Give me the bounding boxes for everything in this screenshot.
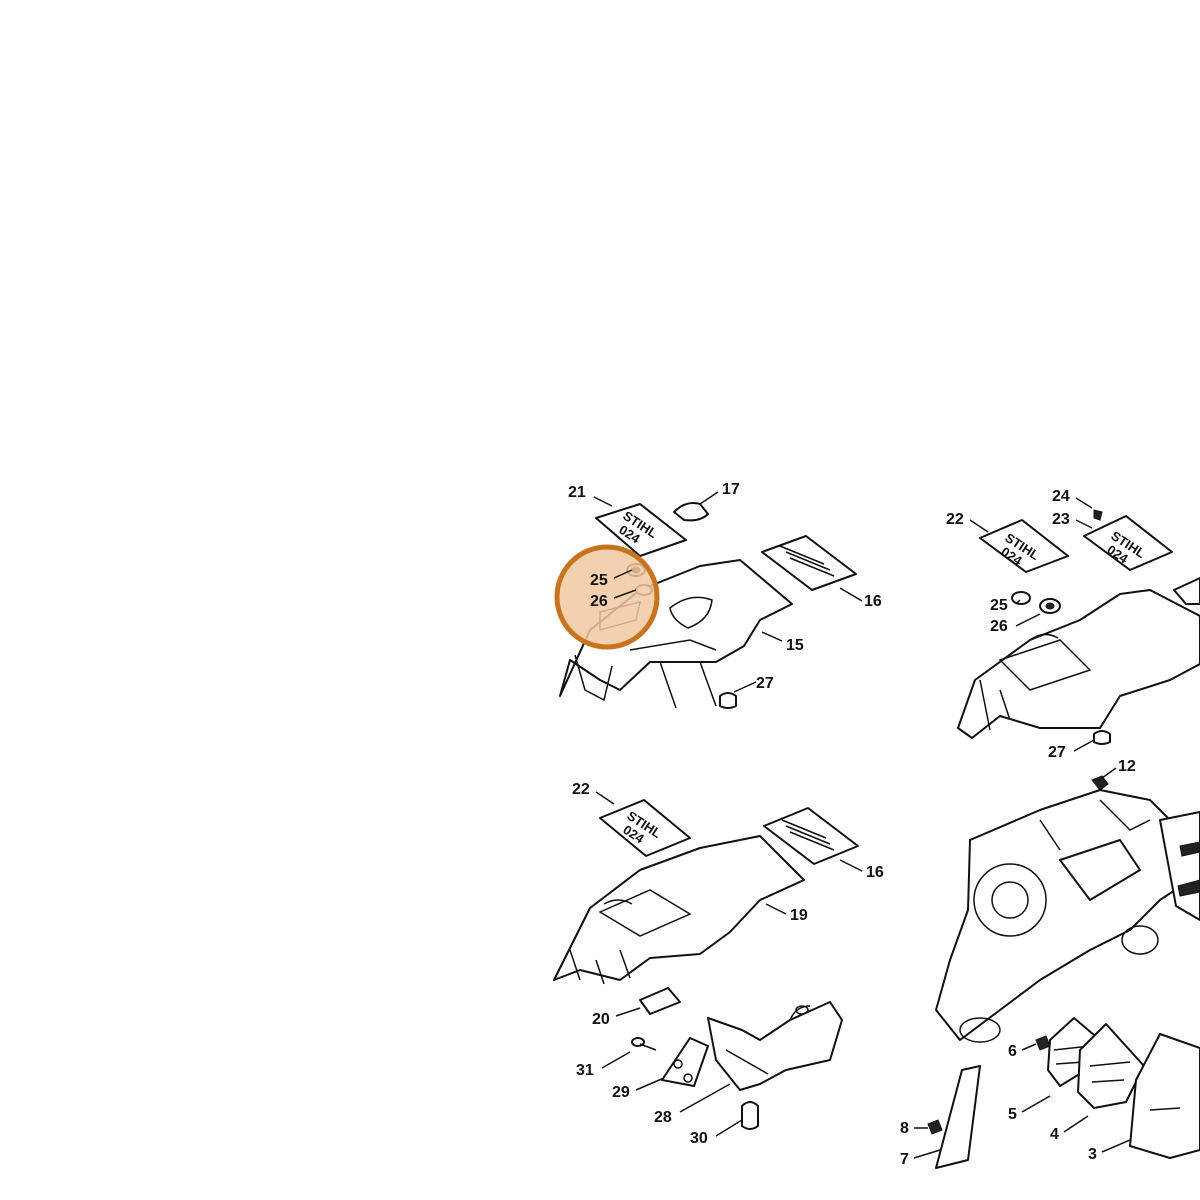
- decal-22-top: STIHL 024: [979, 519, 1069, 573]
- callout-26-right: 26: [990, 618, 1008, 635]
- callout-25-right: 25: [990, 597, 1008, 614]
- bushing-27-right: [1093, 730, 1111, 745]
- callout-21: 21: [568, 484, 586, 501]
- callout-20: 20: [592, 1011, 610, 1028]
- shroud-19: [553, 835, 805, 985]
- bracket-29: [661, 1037, 709, 1087]
- screw-8: [927, 1119, 943, 1135]
- callout-12: 12: [1118, 758, 1136, 775]
- shroud-right: [957, 577, 1200, 739]
- screw-31: [631, 1037, 657, 1051]
- callout-3: 3: [1088, 1146, 1097, 1163]
- callout-7: 7: [900, 1151, 909, 1168]
- callout-17: 17: [722, 481, 740, 498]
- callout-27-right: 27: [1048, 744, 1066, 761]
- callout-8: 8: [900, 1120, 909, 1137]
- callout-29: 29: [612, 1084, 630, 1101]
- decal-22-mid: STIHL 024: [599, 799, 691, 857]
- plate-16: [761, 535, 857, 591]
- cap-17: [673, 502, 709, 522]
- callout-22-mid: 22: [572, 781, 590, 798]
- decal-21: STIHL 024: [595, 503, 687, 557]
- bushing-27: [719, 692, 737, 709]
- highlight-circle: [554, 544, 660, 650]
- callout-16: 16: [864, 593, 882, 610]
- callout-24: 24: [1052, 488, 1070, 505]
- callout-27: 27: [756, 675, 774, 692]
- callout-16-mid: 16: [866, 864, 884, 881]
- screw-24: [1093, 509, 1103, 521]
- callout-22-top: 22: [946, 511, 964, 528]
- callout-31: 31: [576, 1062, 594, 1079]
- nut-12: [1091, 775, 1109, 791]
- sleeve-30: [741, 1101, 759, 1130]
- callout-4: 4: [1050, 1126, 1059, 1143]
- grommet-25-right: [1011, 591, 1031, 605]
- grommet-26-right: [1039, 598, 1061, 614]
- callout-19: 19: [790, 907, 808, 924]
- callout-5: 5: [1008, 1106, 1017, 1123]
- leader-lines: [593, 491, 1131, 1159]
- crankcase: [935, 789, 1200, 1043]
- callout-30: 30: [690, 1130, 708, 1147]
- callout-25: 25: [590, 572, 608, 589]
- chain-catcher-28: [707, 1001, 843, 1091]
- filter-20: [639, 987, 681, 1015]
- callout-6: 6: [1008, 1043, 1017, 1060]
- callout-26: 26: [590, 593, 608, 610]
- callout-23: 23: [1052, 511, 1070, 528]
- callout-28: 28: [654, 1109, 672, 1126]
- guide-7: [935, 1065, 981, 1169]
- shield-3: [1129, 1033, 1200, 1159]
- decal-23: STIHL 024: [1083, 515, 1173, 571]
- screw-6: [1035, 1035, 1051, 1051]
- shield-4: [1077, 1023, 1145, 1109]
- callout-15: 15: [786, 637, 804, 654]
- plate-16-mid: [763, 807, 859, 865]
